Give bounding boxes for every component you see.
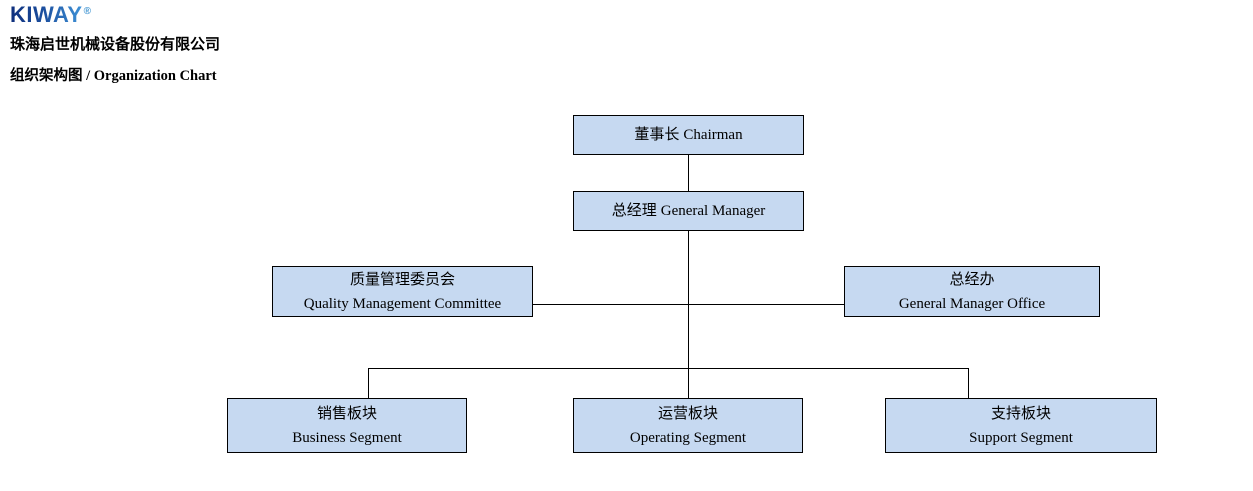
- node-general-manager-label-en: General Manager: [660, 203, 766, 219]
- logo-wordmark: KIWAY: [10, 2, 83, 27]
- node-business-segment-en: Business Segment: [292, 429, 402, 446]
- node-business-segment-zh: 销售板块: [316, 405, 377, 422]
- node-operating-segment-zh: 运营板块: [657, 405, 718, 422]
- chart-title: 组织架构图 / Organization Chart: [10, 68, 217, 84]
- connector-drop-business: [368, 368, 370, 399]
- node-operating-segment: 运营板块 Operating Segment: [573, 398, 803, 453]
- node-general-manager-office: 总经办 General Manager Office: [844, 266, 1100, 317]
- node-chairman-label-en: Chairman: [683, 127, 743, 143]
- node-support-segment-zh: 支持板块: [990, 405, 1051, 422]
- node-chairman-label-zh: 董事长: [634, 127, 680, 143]
- node-quality-management-committee-zh: 质量管理委员会: [349, 271, 455, 288]
- node-general-manager-office-en: General Manager Office: [898, 295, 1046, 312]
- node-general-manager-office-zh: 总经办: [949, 271, 995, 288]
- node-quality-management-committee: 质量管理委员会 Quality Management Committee: [272, 266, 533, 317]
- company-name: 珠海启世机械设备股份有限公司: [10, 36, 221, 53]
- node-support-segment-en: Support Segment: [969, 429, 1073, 446]
- registered-trademark-symbol: ®: [83, 5, 92, 17]
- node-quality-management-committee-en: Quality Management Committee: [303, 295, 502, 312]
- connector-chairman-to-gm: [688, 155, 690, 192]
- node-support-segment: 支持板块 Support Segment: [885, 398, 1157, 453]
- kiway-logo: KIWAY®: [10, 2, 91, 28]
- node-operating-segment-en: Operating Segment: [629, 429, 747, 446]
- connector-distribution-row: [368, 368, 969, 370]
- connector-trunk-vertical: [688, 231, 690, 398]
- connector-drop-support: [968, 368, 970, 399]
- node-general-manager-label-zh: 总经理: [611, 203, 657, 219]
- connector-committee-row: [533, 304, 844, 306]
- node-business-segment: 销售板块 Business Segment: [227, 398, 467, 453]
